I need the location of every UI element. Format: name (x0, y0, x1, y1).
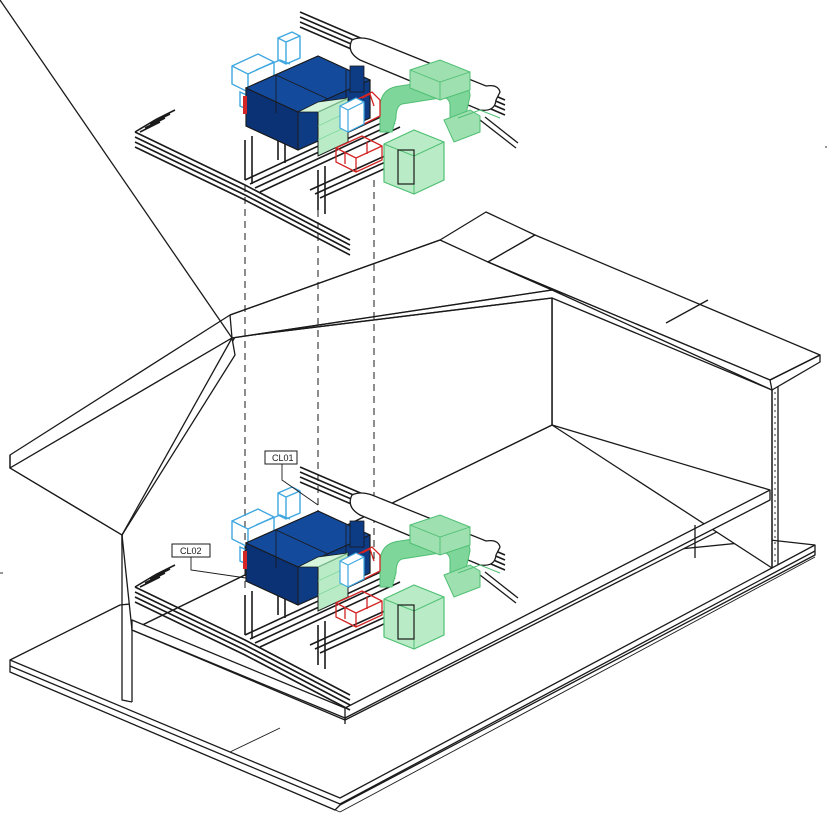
tag-cl02-text: CL02 (180, 546, 202, 556)
tag-cl02[interactable]: CL02 (171, 543, 247, 579)
building-shell (0, 0, 821, 813)
equipment-module-exploded[interactable] (134, 11, 519, 256)
tag-cl01-text: CL01 (272, 453, 294, 463)
tag-cl01[interactable]: CL01 (264, 450, 319, 506)
